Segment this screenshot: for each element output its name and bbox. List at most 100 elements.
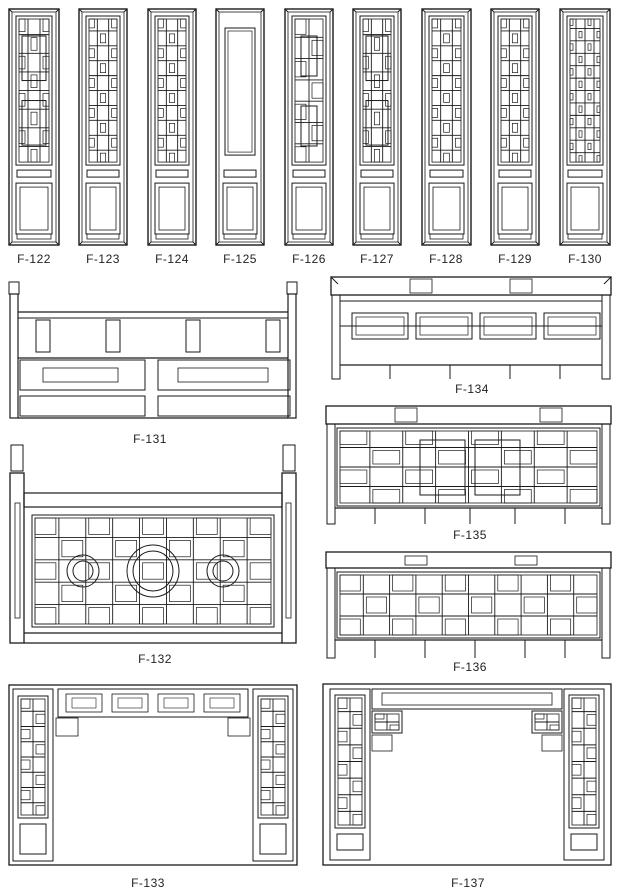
lattice-cell <box>34 562 57 580</box>
lattice-cell <box>142 607 164 625</box>
lattice-cell <box>536 469 565 484</box>
lattice-cell <box>88 607 111 625</box>
outer-frame <box>559 8 611 246</box>
inner-frame <box>150 11 194 243</box>
lattice-cell <box>511 63 519 73</box>
door-panel-f126 <box>284 8 334 246</box>
transom-bar <box>381 692 553 706</box>
post-inlay <box>285 502 292 619</box>
lattice-cell <box>500 78 507 88</box>
post <box>331 294 341 380</box>
lattice-cell <box>431 137 439 148</box>
lattice-cell <box>454 137 462 148</box>
lattice-cell <box>372 450 401 465</box>
side-column <box>252 688 294 862</box>
lattice-cell <box>275 774 286 785</box>
post <box>601 423 611 525</box>
lattice-panel <box>15 15 53 166</box>
lattice-cell <box>88 108 95 118</box>
door-panel-f128 <box>421 8 472 246</box>
transom-cell <box>65 693 103 713</box>
lattice-cell <box>222 540 245 558</box>
lattice-cell <box>569 450 598 465</box>
lattice-cell <box>180 18 187 29</box>
bottom-panel <box>226 186 254 231</box>
inner-frame <box>287 11 331 243</box>
top-rail <box>325 551 612 569</box>
archway-f137 <box>322 683 612 866</box>
lattice-cell <box>443 33 450 44</box>
octagon-pane <box>365 35 389 82</box>
post <box>601 294 611 380</box>
lattice-cell <box>99 33 107 44</box>
lattice-cell <box>372 489 401 504</box>
lattice-cell <box>249 607 272 625</box>
line-drawing <box>147 8 197 246</box>
lattice-cell <box>352 780 363 793</box>
lattice-cell <box>337 697 348 709</box>
lattice-cell <box>365 596 387 614</box>
lattice-cell <box>405 430 433 445</box>
lattice-cell <box>431 18 439 29</box>
lattice-cell <box>497 618 519 636</box>
base-rail <box>155 233 189 240</box>
base-panel <box>336 833 364 851</box>
lattice-cell <box>569 68 574 76</box>
line-drawing <box>8 281 298 419</box>
transom-cell <box>157 693 195 713</box>
lattice-cell <box>587 93 592 101</box>
rosette-ornament <box>72 560 94 582</box>
inner-pane <box>300 35 318 77</box>
side-column <box>329 688 371 861</box>
carved-ornament <box>539 407 563 423</box>
lattice-cell <box>471 430 499 445</box>
top-rail <box>325 405 612 425</box>
lattice-line <box>397 8 402 13</box>
bottom-panel <box>85 182 121 235</box>
lattice-panel <box>336 427 601 507</box>
lattice-cell <box>392 618 414 636</box>
lattice-cell <box>88 137 95 148</box>
vase-baluster <box>185 319 201 353</box>
bottom-panel <box>432 186 461 231</box>
figure-label: F-135 <box>453 528 487 542</box>
transom-cell <box>117 697 143 709</box>
outer-frame <box>78 8 128 246</box>
corner-bracket <box>371 734 393 752</box>
lattice-cell <box>249 517 272 535</box>
base-rail <box>567 233 603 240</box>
post-finial <box>10 444 24 472</box>
lattice-cell <box>523 137 530 148</box>
railing-f134 <box>330 275 612 381</box>
lattice-line <box>8 8 13 13</box>
lattice-cell <box>523 596 545 614</box>
carved-ornament <box>514 555 538 566</box>
lattice-line <box>535 241 540 246</box>
post-inlay <box>14 502 21 619</box>
lattice-cell <box>578 155 583 163</box>
lattice-line <box>467 241 472 246</box>
lattice-cell <box>500 18 507 29</box>
line-drawing <box>559 8 611 246</box>
lattice-cell <box>157 137 164 148</box>
lattice-cell <box>454 78 462 88</box>
figure-label: F-137 <box>451 876 485 890</box>
figure-label: F-127 <box>360 252 394 266</box>
lattice-cell <box>111 108 118 118</box>
lattice-cell <box>389 724 400 731</box>
lattice-cell <box>373 111 381 126</box>
rail-slot <box>86 169 120 178</box>
carved-ornament <box>394 407 418 423</box>
outer-frame <box>490 8 540 246</box>
lattice-cell <box>523 108 530 118</box>
railing-f131 <box>8 278 298 420</box>
base-rail <box>498 233 532 240</box>
line-drawing <box>325 405 612 525</box>
lattice-cell <box>352 747 363 759</box>
lattice-panel <box>257 695 289 819</box>
inner-frame <box>562 11 608 243</box>
lattice-cell <box>500 48 507 59</box>
figure-label: F-130 <box>568 252 602 266</box>
rosette-ornament <box>126 544 180 598</box>
lattice-cell <box>586 780 597 793</box>
